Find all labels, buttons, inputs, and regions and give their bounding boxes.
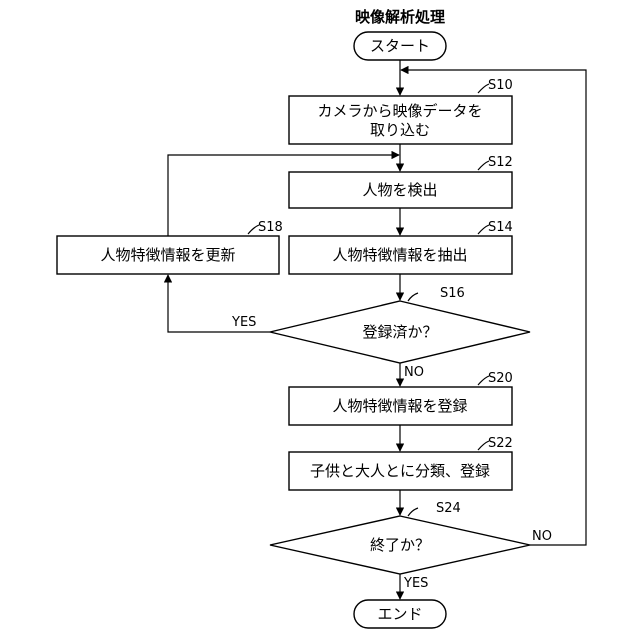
end-label: エンド <box>377 605 422 623</box>
branch-s16-no: NO <box>404 365 424 380</box>
decision-s24-id: S24 <box>436 501 461 516</box>
step-s14-id: S14 <box>488 220 513 235</box>
step-s20: 人物特徴情報を登録 S20 <box>289 371 513 425</box>
step-s22: 子供と大人とに分類、登録 S22 <box>289 436 513 490</box>
branch-s16-yes: YES <box>231 315 256 330</box>
step-s22-id: S22 <box>488 436 513 451</box>
step-s18-id: S18 <box>258 220 283 235</box>
step-s12: 人物を検出 S12 <box>289 155 513 208</box>
step-s10-label-line2: 取り込む <box>370 121 430 139</box>
end-terminal: エンド <box>354 600 446 628</box>
step-s10-id: S10 <box>488 78 513 93</box>
step-s20-id: S20 <box>488 371 513 386</box>
start-label: スタート <box>370 37 430 55</box>
step-s10: カメラから映像データを 取り込む S10 <box>289 78 513 144</box>
decision-s16-label: 登録済か？ <box>362 323 437 341</box>
step-s18-label: 人物特徴情報を更新 <box>100 246 235 264</box>
branch-s24-yes: YES <box>403 576 428 591</box>
decision-s16-id: S16 <box>440 286 465 301</box>
step-s18: 人物特徴情報を更新 S18 <box>57 220 283 274</box>
step-s12-label: 人物を検出 <box>362 181 437 199</box>
step-s14: 人物特徴情報を抽出 S14 <box>289 220 513 274</box>
step-s20-label: 人物特徴情報を登録 <box>332 397 467 415</box>
step-s10-label-line1: カメラから映像データを <box>317 102 482 120</box>
step-s22-label: 子供と大人とに分類、登録 <box>310 462 490 480</box>
step-s14-label: 人物特徴情報を抽出 <box>332 246 467 264</box>
decision-s24-label: 終了か？ <box>370 536 430 554</box>
branch-s24-no: NO <box>532 529 552 544</box>
step-s12-id: S12 <box>488 155 513 170</box>
start-terminal: スタート <box>354 32 446 60</box>
flowchart-title: 映像解析処理 <box>355 8 445 26</box>
